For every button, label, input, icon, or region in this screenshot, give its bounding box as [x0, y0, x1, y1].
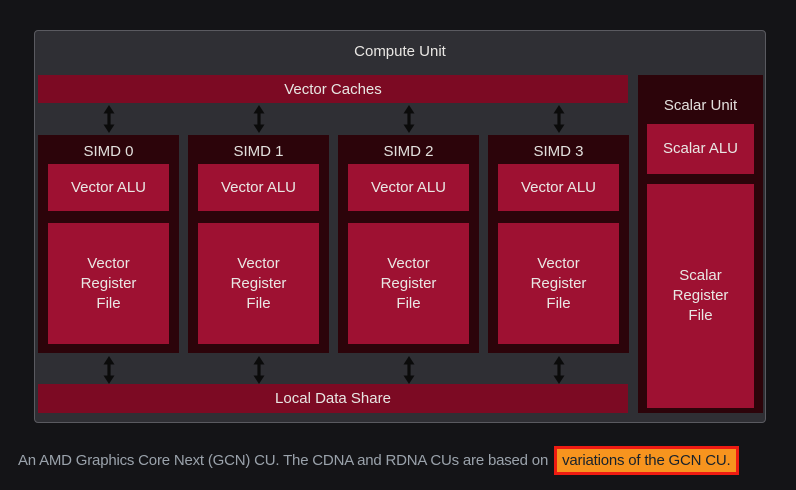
double-arrow-icon	[101, 356, 117, 384]
vector-register-file-box: Vector Register File	[498, 223, 619, 344]
double-arrow-icon	[251, 105, 267, 133]
scalar-unit-label: Scalar Unit	[663, 97, 738, 114]
scalar-register-file-box: Scalar Register File	[647, 184, 754, 408]
caption-text: An AMD Graphics Core Next (GCN) CU. The …	[18, 451, 549, 469]
simd-label: SIMD 1	[233, 143, 284, 160]
simd-label: SIMD 3	[533, 143, 584, 160]
simd-block-3: SIMD 3 Vector ALU Vector Register File	[488, 135, 629, 353]
simd-block-0: SIMD 0 Vector ALU Vector Register File	[38, 135, 179, 353]
double-arrow-icon	[401, 105, 417, 133]
double-arrow-icon	[101, 105, 117, 133]
double-arrow-icon	[551, 356, 567, 384]
vector-caches-bar: Vector Caches	[38, 75, 628, 103]
simd-label: SIMD 2	[383, 143, 434, 160]
vector-alu-box: Vector ALU	[48, 164, 169, 211]
simd-block-2: SIMD 2 Vector ALU Vector Register File	[338, 135, 479, 353]
double-arrow-icon	[401, 356, 417, 384]
scalar-unit-block: Scalar Unit Scalar ALU Scalar Register F…	[638, 75, 763, 413]
simd-label: SIMD 0	[83, 143, 134, 160]
vector-alu-box: Vector ALU	[348, 164, 469, 211]
compute-unit-title: Compute Unit	[354, 43, 446, 60]
double-arrow-icon	[251, 356, 267, 384]
vector-alu-box: Vector ALU	[498, 164, 619, 211]
caption-highlight: variations of the GCN CU.	[554, 445, 739, 475]
vector-register-file-box: Vector Register File	[198, 223, 319, 344]
compute-unit-panel: Compute Unit Vector Caches SIMD 0 Vector…	[34, 30, 766, 423]
local-data-share-bar: Local Data Share	[38, 384, 628, 413]
vector-register-file-box: Vector Register File	[48, 223, 169, 344]
scalar-alu-box: Scalar ALU	[647, 124, 754, 174]
vector-register-file-box: Vector Register File	[348, 223, 469, 344]
figure-caption: An AMD Graphics Core Next (GCN) CU. The …	[18, 443, 739, 477]
vector-alu-box: Vector ALU	[198, 164, 319, 211]
vector-caches-label: Vector Caches	[284, 80, 382, 98]
local-data-share-label: Local Data Share	[275, 390, 391, 407]
double-arrow-icon	[551, 105, 567, 133]
simd-block-1: SIMD 1 Vector ALU Vector Register File	[188, 135, 329, 353]
